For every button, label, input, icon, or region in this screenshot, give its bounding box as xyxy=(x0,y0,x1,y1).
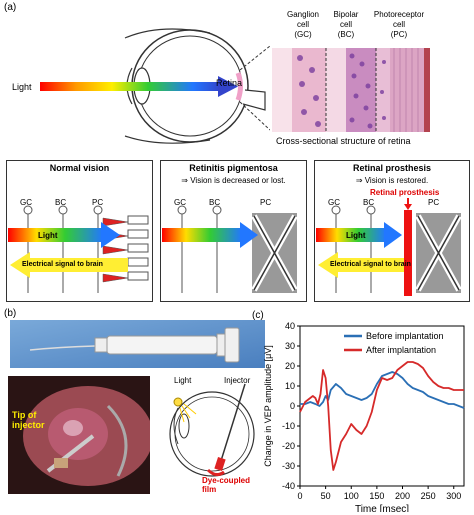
pros-gc: GC xyxy=(328,198,340,207)
normal-vision-schematic xyxy=(8,205,149,293)
normal-gc: GC xyxy=(20,198,32,207)
y-tick-label: -30 xyxy=(282,461,295,471)
y-tick-label: 20 xyxy=(285,361,295,371)
series-line-before xyxy=(300,371,465,409)
x-tick-label: 100 xyxy=(344,491,359,501)
pros-bc: BC xyxy=(363,198,375,207)
bipolar-label: Bipolar cell (BC) xyxy=(333,10,359,39)
dye-coupled-film-label: Dye-coupled film xyxy=(202,476,251,494)
x-tick-label: 50 xyxy=(321,491,331,501)
normal-bc: BC xyxy=(55,198,67,207)
y-tick-label: 0 xyxy=(290,401,295,411)
pros-pc: PC xyxy=(428,198,440,207)
x-tick-label: 200 xyxy=(395,491,410,501)
pros-light: Light xyxy=(346,231,366,240)
rp-schematic xyxy=(162,205,298,293)
prosthesis-schematic xyxy=(316,198,462,296)
prosthesis-title: Retinal prosthesis xyxy=(352,163,432,173)
prosthesis-subtitle: ⇒ Vision is restored. xyxy=(355,176,429,185)
y-tick-label: -40 xyxy=(282,481,295,491)
rp-title: Retinitis pigmentosa xyxy=(189,163,278,173)
retina-micrograph xyxy=(272,48,430,132)
eye-diagram xyxy=(40,28,270,144)
retina-label: Retina xyxy=(216,78,243,88)
panel-b-letter: (b) xyxy=(4,308,17,319)
x-tick-label: 0 xyxy=(297,491,302,501)
photoreceptor-label: Photoreceptor cell (PC) xyxy=(373,10,425,39)
cross-section-caption: Cross-sectional structure of retina xyxy=(276,136,411,146)
ganglion-label: Ganglion cell (GC) xyxy=(286,10,320,39)
normal-vision-title: Normal vision xyxy=(49,163,110,173)
rp-gc: GC xyxy=(174,198,186,207)
panel-a-letter: (a) xyxy=(4,2,17,13)
normal-light: Light xyxy=(38,231,58,240)
syringe-photo xyxy=(10,320,265,368)
prosthesis-label: Retinal prosthesis xyxy=(370,188,440,197)
legend-label: After implantation xyxy=(366,345,436,355)
injection-schematic xyxy=(169,383,255,477)
y-tick-label: -10 xyxy=(282,421,295,431)
normal-pc: PC xyxy=(92,198,104,207)
schematic-injector-label: Injector xyxy=(224,376,251,385)
normal-signal: Electrical signal to brain xyxy=(22,261,103,268)
y-tick-label: 30 xyxy=(285,341,295,351)
tip-of-injector-label: Tip of injector xyxy=(12,410,45,430)
eye-light-label: Light xyxy=(12,82,32,92)
rp-bc: BC xyxy=(209,198,221,207)
rp-subtitle: ⇒ Vision is decreased or lost. xyxy=(181,176,286,185)
legend-label: Before implantation xyxy=(366,331,444,341)
x-axis-label: Time [msec] xyxy=(355,504,409,512)
schematic-light-label: Light xyxy=(174,376,192,385)
x-tick-label: 150 xyxy=(369,491,384,501)
y-tick-label: 40 xyxy=(285,321,295,331)
panel-c-letter: (c) xyxy=(252,310,264,321)
x-tick-label: 300 xyxy=(446,491,461,501)
surgery-photo xyxy=(8,376,150,494)
pros-signal: Electrical signal to brain xyxy=(330,261,411,268)
y-axis-label: Change in VEP amplitude [μV] xyxy=(263,345,273,467)
vep-chart: 0 50 100 150 200 250 300 -40 -30 -20 -10 0 10 20 30 40T… xyxy=(263,321,465,512)
x-tick-label: 250 xyxy=(421,491,436,501)
y-tick-label: 10 xyxy=(285,381,295,391)
series-line-after xyxy=(299,361,464,471)
y-tick-label: -20 xyxy=(282,441,295,451)
rp-pc: PC xyxy=(260,198,272,207)
